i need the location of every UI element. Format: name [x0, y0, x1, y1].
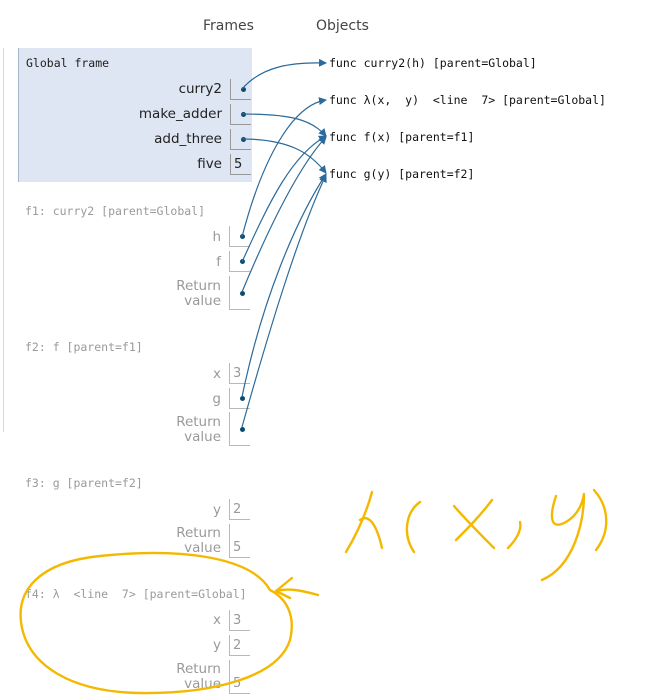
- frame-title: f3: g [parent=f2]: [25, 476, 143, 490]
- frame-f3: f3: g [parent=f2] y 2 Return value 5: [18, 470, 251, 560]
- var-value-return[interactable]: [229, 276, 250, 310]
- var-value-curry2[interactable]: [230, 79, 251, 100]
- arrow-f1-return: [241, 136, 327, 293]
- highlight-arrow: [274, 576, 320, 600]
- var-name-return-value: Return value: [176, 414, 221, 445]
- frame-title: f1: curry2 [parent=Global]: [25, 204, 206, 218]
- var-value-five[interactable]: 5: [230, 154, 251, 175]
- var-name-y: y: [213, 637, 221, 653]
- var-value-y[interactable]: 2: [229, 499, 250, 520]
- var-name-g: g: [212, 391, 221, 407]
- var-name-h: h: [212, 229, 221, 245]
- arrow-make-adder: [241, 113, 327, 137]
- var-value-x[interactable]: 3: [229, 363, 250, 384]
- pointer-dot: [241, 87, 246, 92]
- value-text: 3: [233, 366, 242, 381]
- arrow-curry2: [241, 58, 327, 90]
- frame-title: f4: λ <line 7> [parent=Global]: [25, 587, 247, 601]
- arrow-g: [241, 173, 327, 398]
- object-func-curry2[interactable]: func curry2(h) [parent=Global]: [329, 56, 537, 70]
- frame-f1: f1: curry2 [parent=Global] h f Return va…: [18, 198, 251, 318]
- pointer-dot: [240, 427, 245, 432]
- var-name-y: y: [213, 502, 221, 518]
- var-name-f: f: [216, 254, 221, 270]
- frame-f4: f4: λ <line 7> [parent=Global] x 3 y 2 R…: [18, 581, 251, 696]
- value-text: 3: [233, 613, 242, 628]
- value-text: 5: [234, 157, 243, 172]
- var-name-x: x: [213, 366, 221, 382]
- value-text: 2: [233, 638, 242, 653]
- global-frame: Global frame curry2 make_adder add_three…: [18, 48, 252, 182]
- highlight-circle-f4: [19, 551, 293, 695]
- var-value-y[interactable]: 2: [229, 635, 250, 656]
- value-text: 5: [233, 540, 242, 555]
- var-name-return-value: Return value: [176, 525, 221, 556]
- var-value-return[interactable]: 5: [229, 524, 250, 558]
- var-value-g[interactable]: [229, 388, 250, 409]
- var-name-add-three: add_three: [154, 131, 222, 147]
- frame-title: Global frame: [26, 56, 110, 70]
- var-name-five: five: [197, 156, 222, 172]
- frames-header: Frames: [203, 18, 254, 34]
- arrow-f: [241, 135, 327, 263]
- var-value-x[interactable]: 3: [229, 610, 250, 631]
- value-text: 2: [233, 502, 242, 517]
- object-func-lambda[interactable]: func λ(x, y) <line 7> [parent=Global]: [329, 93, 606, 107]
- arrow-h: [241, 97, 327, 238]
- objects-header: Objects: [316, 18, 369, 34]
- var-name-x: x: [213, 612, 221, 628]
- arrow-f2-return: [241, 174, 327, 428]
- var-value-return[interactable]: [229, 412, 250, 446]
- pointer-dot: [240, 291, 245, 296]
- var-value-return[interactable]: 5: [229, 660, 250, 694]
- handwritten-close-paren: [592, 488, 608, 552]
- frame-f2: f2: f [parent=f1] x 3 g Return value: [18, 334, 251, 454]
- arrow-add-three: [241, 138, 327, 174]
- handwritten-lambda: [344, 490, 384, 554]
- handwritten-y: [540, 492, 586, 582]
- var-name-curry2: curry2: [178, 81, 222, 97]
- object-func-g[interactable]: func g(y) [parent=f2]: [329, 167, 475, 181]
- var-name-return-value: Return value: [176, 278, 221, 309]
- object-func-f[interactable]: func f(x) [parent=f1]: [329, 130, 475, 144]
- frames-panel-border: [3, 48, 4, 432]
- handwritten-x: [452, 498, 496, 550]
- handwritten-open-paren: [405, 500, 422, 554]
- handwritten-comma: [506, 520, 522, 550]
- pointer-dot: [240, 396, 245, 401]
- value-text: 5: [233, 676, 242, 691]
- frame-title: f2: f [parent=f1]: [25, 340, 143, 354]
- var-name-make-adder: make_adder: [138, 106, 222, 122]
